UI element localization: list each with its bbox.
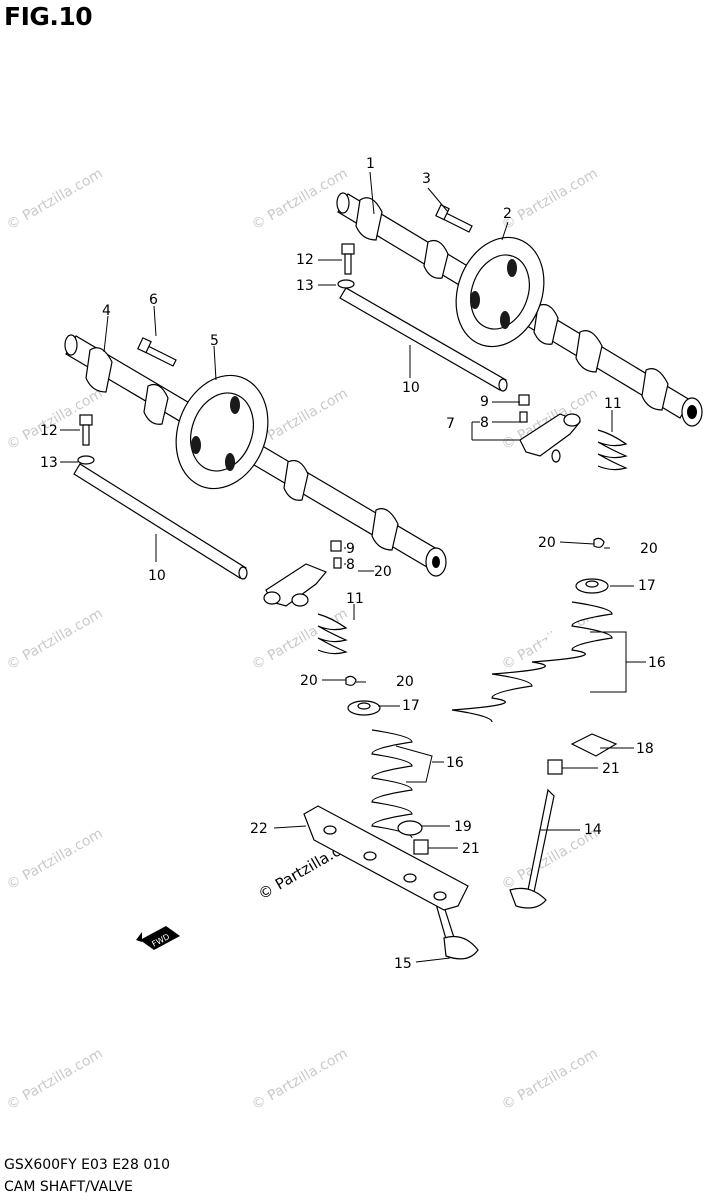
valve-assembly-right xyxy=(451,537,618,909)
callout-2: 2 xyxy=(503,206,512,222)
callout-6: 6 xyxy=(149,292,158,308)
washer-left xyxy=(77,455,95,465)
callout-20-right-b: 20 xyxy=(640,541,658,557)
callout-15: 15 xyxy=(394,956,412,972)
callout-13-left: 13 xyxy=(40,455,58,471)
washer-upper xyxy=(337,279,355,289)
callout-4: 4 xyxy=(102,303,111,319)
callout-1: 1 xyxy=(366,156,375,172)
callout-16-right: 16 xyxy=(648,655,666,671)
cam-sprocket-left xyxy=(175,374,269,490)
callout-9-left: 9 xyxy=(346,541,355,557)
rocker-spring-upper xyxy=(597,429,628,471)
sprocket-bolt-left xyxy=(137,337,177,367)
figure-title: FIG.10 xyxy=(4,2,93,31)
rocker-spring-left xyxy=(317,613,348,655)
callout-labels: 1 2 3 4 5 6 12 13 12 13 10 10 7 9 8 11 9… xyxy=(40,156,666,972)
callout-9-upper: 9 xyxy=(480,394,489,410)
callout-20-left-b: 20 xyxy=(396,674,414,690)
callout-10-left: 10 xyxy=(148,568,166,584)
callout-21-left: 21 xyxy=(462,841,480,857)
callout-20-right-a: 20 xyxy=(538,535,556,551)
watermark: © Partzilla.com xyxy=(499,1046,601,1114)
callout-11-left: 11 xyxy=(346,591,364,607)
callout-20-left-rocker: 20 xyxy=(374,564,392,580)
sprocket-bolt-upper xyxy=(435,204,473,233)
callout-16-left: 16 xyxy=(446,755,464,771)
model-code: GSX600FY E03 E28 010 xyxy=(4,1157,171,1173)
callout-11-upper: 11 xyxy=(604,396,622,412)
callout-3: 3 xyxy=(422,171,431,187)
shaft-bolt-upper xyxy=(341,243,355,275)
shaft-bolt-left xyxy=(79,414,93,446)
callout-8-upper: 8 xyxy=(480,415,489,431)
callout-13-upper: 13 xyxy=(296,278,314,294)
figure-footer: GSX600FY E03 E28 010 CAM SHAFT/VALVE xyxy=(4,1154,170,1198)
rocker-shaft-left xyxy=(73,463,248,580)
callout-12-upper: 12 xyxy=(296,252,314,268)
valve-shim-plate xyxy=(303,805,469,911)
callout-5: 5 xyxy=(210,333,219,349)
callout-22: 22 xyxy=(250,821,268,837)
watermark: © Partzilla.com xyxy=(249,1046,351,1114)
rocker-arm-upper xyxy=(518,394,581,463)
callout-7: 7 xyxy=(446,416,455,432)
callout-21-right: 21 xyxy=(602,761,620,777)
callout-19: 19 xyxy=(454,819,472,835)
watermark: © Partzilla.com xyxy=(4,606,106,674)
rocker-arm-left xyxy=(263,540,342,607)
cam-sprocket-upper xyxy=(455,236,545,348)
callout-8-left: 8 xyxy=(346,557,355,573)
fwd-arrow-icon: FWD xyxy=(136,926,180,950)
watermark: © Partzilla.com xyxy=(4,1046,106,1114)
callout-14: 14 xyxy=(584,822,602,838)
valve-assembly-left xyxy=(345,675,479,960)
callout-10-upper: 10 xyxy=(402,380,420,396)
watermark: © Partzilla.com xyxy=(4,826,106,894)
leader-lines xyxy=(60,171,646,963)
callout-17-right: 17 xyxy=(638,578,656,594)
watermark: © Partzilla.com xyxy=(249,166,351,234)
callout-20-left-a: 20 xyxy=(300,673,318,689)
figure-caption: CAM SHAFT/VALVE xyxy=(4,1179,133,1195)
callout-12-left: 12 xyxy=(40,423,58,439)
watermark: © Partzilla.com xyxy=(499,166,601,234)
watermark: © Partzilla.com xyxy=(4,166,106,234)
callout-17-left: 17 xyxy=(402,698,420,714)
rocker-shaft-upper xyxy=(339,287,508,392)
callout-18: 18 xyxy=(636,741,654,757)
